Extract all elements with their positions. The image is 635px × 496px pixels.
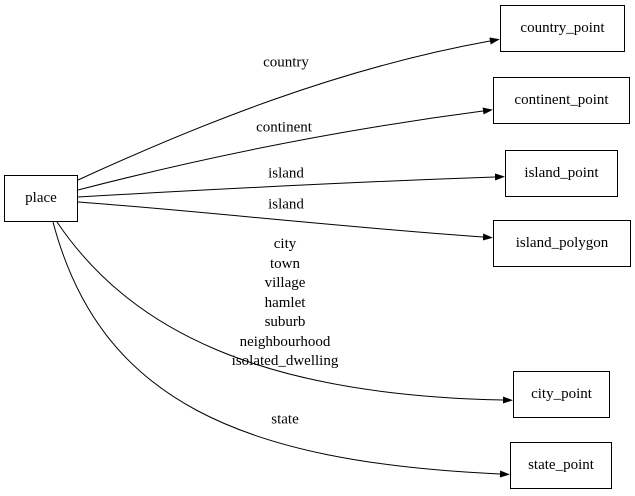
node-label: state_point xyxy=(528,457,594,473)
node-label: island_polygon xyxy=(515,235,609,251)
node-continent_point: continent_point xyxy=(493,77,630,124)
edge-place-to-country_point xyxy=(77,37,500,181)
edge-label-line: town xyxy=(270,255,300,272)
edge-label-line: continent xyxy=(256,119,312,136)
edge-label-line: village xyxy=(264,274,306,291)
node-state_point: state_point xyxy=(510,442,612,489)
edge-label-line: isolated_dwelling xyxy=(231,352,339,369)
edge-label-line: neighbourhood xyxy=(239,333,331,350)
node-label: island_point xyxy=(524,165,599,181)
edge-place-to-island_point xyxy=(77,173,505,198)
node-place: place xyxy=(4,175,78,222)
edge-label-line: state xyxy=(271,411,299,428)
edge-label-line: hamlet xyxy=(264,294,306,311)
edge-label-place-to-state_point: state xyxy=(271,410,299,430)
edge-label-place-to-country_point: country xyxy=(263,53,309,73)
node-label: country_point xyxy=(520,20,605,36)
node-island_point: island_point xyxy=(505,150,618,197)
edge-label-place-to-island_polygon: island xyxy=(268,195,304,215)
edge-label-place-to-continent_point: continent xyxy=(256,118,312,138)
edge-label-line: island xyxy=(268,165,304,182)
edges-group xyxy=(52,37,513,478)
node-label: place xyxy=(25,190,57,206)
edge-label-line: suburb xyxy=(264,313,306,330)
edge-label-line: country xyxy=(263,54,309,71)
edge-place-to-island_polygon xyxy=(77,201,493,241)
edge-place-to-city_point xyxy=(56,221,513,404)
edge-label-line: city xyxy=(273,235,297,252)
edge-place-to-state_point xyxy=(52,221,510,478)
node-label: continent_point xyxy=(514,92,609,108)
edge-label-line: island xyxy=(268,196,304,213)
node-island_polygon: island_polygon xyxy=(493,220,631,267)
edge-label-place-to-city_point: city town village hamlet suburb neighbourhood… xyxy=(232,235,339,372)
node-label: city_point xyxy=(531,386,592,402)
node-country_point: country_point xyxy=(500,5,625,52)
edge-label-place-to-island_point: island xyxy=(268,164,304,184)
node-city_point: city_point xyxy=(513,371,610,418)
edge-place-to-continent_point xyxy=(77,107,493,191)
